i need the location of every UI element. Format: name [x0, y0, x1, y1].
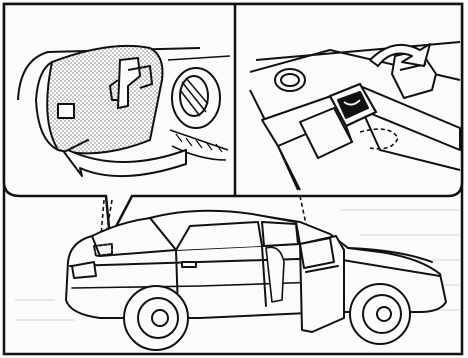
door-handle [182, 262, 196, 267]
front-wheel [350, 284, 410, 344]
tail-light [72, 262, 96, 278]
latch [58, 104, 74, 118]
knob [275, 69, 305, 91]
fuel-door-panel [47, 46, 162, 153]
car-illustration [66, 211, 446, 350]
rear-wheel [124, 286, 188, 350]
